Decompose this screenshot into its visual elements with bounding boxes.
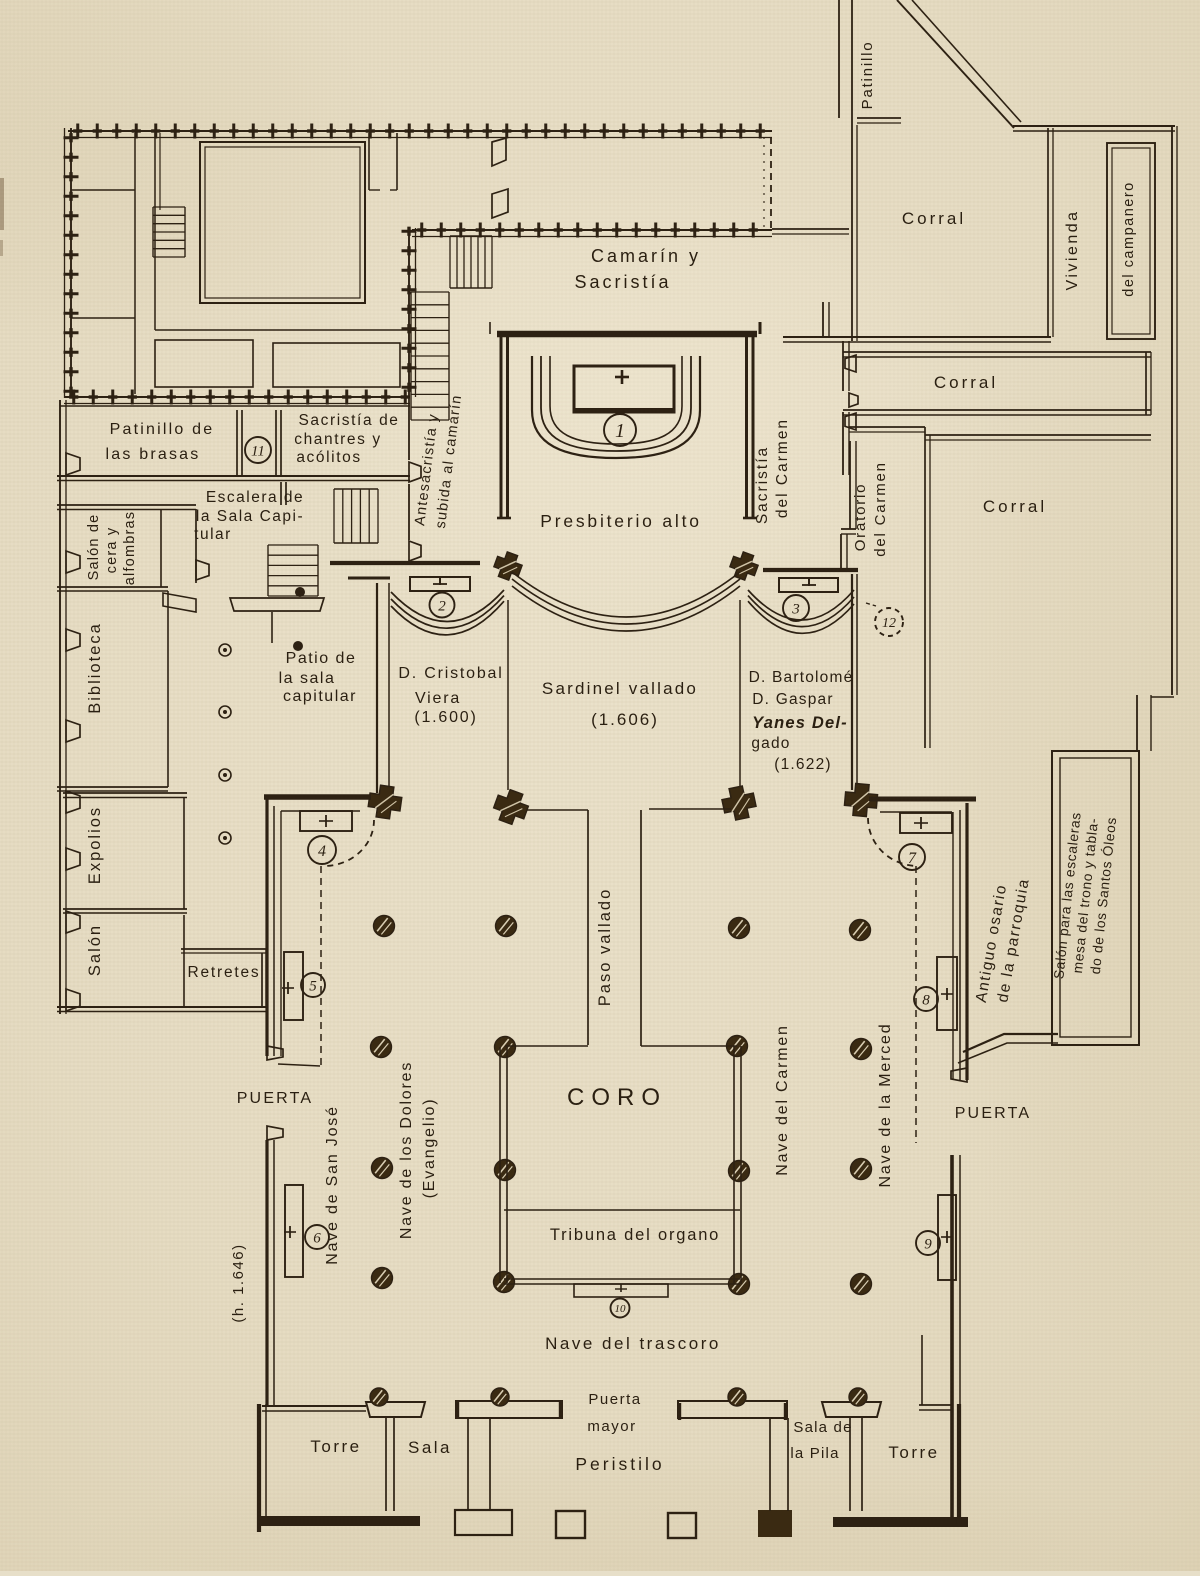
svg-text:Biblioteca: Biblioteca — [86, 622, 104, 714]
svg-text:PUERTA: PUERTA — [237, 1090, 314, 1107]
svg-text:12: 12 — [882, 616, 896, 631]
svg-text:Tribuna del organo: Tribuna del organo — [550, 1226, 720, 1244]
svg-text:alfombras: alfombras — [122, 511, 138, 585]
svg-text:Patio de: Patio de — [286, 650, 357, 667]
svg-text:gado: gado — [751, 735, 790, 752]
svg-text:Expolios: Expolios — [86, 806, 104, 884]
svg-text:Sacristía de: Sacristía de — [298, 412, 399, 429]
svg-text:tular: tular — [194, 526, 232, 543]
svg-text:6: 6 — [313, 1230, 321, 1246]
svg-text:4: 4 — [318, 843, 326, 860]
svg-text:Sala de: Sala de — [793, 1419, 852, 1436]
svg-text:Nave de la Merced: Nave de la Merced — [877, 1023, 894, 1188]
svg-text:Nave del Carmen: Nave del Carmen — [774, 1024, 791, 1176]
svg-text:del Carmen: del Carmen — [774, 418, 791, 518]
svg-text:Viera: Viera — [415, 690, 461, 707]
svg-text:la Pila: la Pila — [790, 1445, 839, 1462]
svg-text:9: 9 — [924, 1236, 932, 1252]
svg-text:PUERTA: PUERTA — [955, 1105, 1032, 1122]
svg-text:Yanes Del-: Yanes Del- — [752, 714, 848, 732]
svg-text:(Evangelio): (Evangelio) — [421, 1098, 438, 1199]
svg-text:(h. 1.646): (h. 1.646) — [230, 1243, 247, 1322]
svg-text:Corral: Corral — [983, 497, 1047, 516]
svg-text:CORO: CORO — [567, 1084, 667, 1111]
svg-text:D. Bartolomé: D. Bartolomé — [749, 669, 854, 686]
svg-text:Salón de: Salón de — [86, 514, 102, 581]
svg-text:Patinillo de: Patinillo de — [110, 421, 215, 438]
svg-text:acólitos: acólitos — [296, 449, 361, 466]
svg-text:Corral: Corral — [902, 209, 966, 228]
svg-text:Peristilo: Peristilo — [575, 1454, 664, 1474]
svg-text:la sala: la sala — [279, 670, 336, 687]
svg-text:Paso vallado: Paso vallado — [596, 888, 614, 1006]
svg-text:Nave del trascoro: Nave del trascoro — [545, 1334, 721, 1353]
svg-text:Escalera de: Escalera de — [206, 489, 304, 506]
svg-text:la Sala Capi-: la Sala Capi- — [196, 508, 304, 525]
svg-text:del campanero: del campanero — [1121, 181, 1137, 296]
svg-text:3: 3 — [791, 601, 800, 617]
svg-text:5: 5 — [309, 978, 317, 994]
svg-text:1: 1 — [615, 420, 625, 442]
svg-text:(1.606): (1.606) — [591, 710, 659, 729]
svg-text:Nave de San José: Nave de San José — [324, 1105, 341, 1265]
svg-text:Retretes: Retretes — [188, 964, 261, 981]
svg-text:Torre: Torre — [310, 1437, 361, 1456]
svg-text:cera y: cera y — [104, 527, 120, 574]
svg-text:Sacristía: Sacristía — [754, 446, 771, 524]
svg-text:Salón: Salón — [86, 924, 104, 976]
svg-text:las brasas: las brasas — [106, 446, 201, 463]
svg-text:D. Gaspar: D. Gaspar — [752, 691, 833, 708]
svg-text:D. Cristobal: D. Cristobal — [398, 665, 503, 682]
svg-text:(1.622): (1.622) — [774, 756, 832, 773]
svg-text:Sala: Sala — [408, 1438, 452, 1457]
svg-text:chantres y: chantres y — [294, 431, 382, 448]
svg-text:10: 10 — [615, 1303, 627, 1315]
svg-text:Camarín y: Camarín y — [591, 246, 701, 266]
svg-text:7: 7 — [908, 850, 917, 867]
svg-text:capitular: capitular — [283, 688, 357, 705]
svg-text:Torre: Torre — [888, 1443, 939, 1462]
svg-text:11: 11 — [251, 443, 265, 459]
svg-text:Sardinel vallado: Sardinel vallado — [542, 679, 698, 698]
svg-text:Puerta: Puerta — [588, 1391, 641, 1408]
svg-text:8: 8 — [922, 992, 930, 1008]
svg-text:Oratorio: Oratorio — [852, 483, 869, 552]
svg-text:Vivienda: Vivienda — [1064, 209, 1081, 290]
svg-text:Nave de los Dolores: Nave de los Dolores — [398, 1061, 415, 1239]
svg-text:mayor: mayor — [587, 1418, 636, 1435]
svg-text:2: 2 — [438, 598, 446, 614]
svg-text:(1.600): (1.600) — [414, 709, 477, 726]
svg-text:Corral: Corral — [934, 373, 998, 392]
svg-text:Presbiterio alto: Presbiterio alto — [540, 511, 702, 531]
svg-text:Sacristía: Sacristía — [574, 272, 671, 292]
svg-text:Patinillo: Patinillo — [859, 41, 876, 110]
svg-text:del Carmen: del Carmen — [872, 461, 889, 557]
